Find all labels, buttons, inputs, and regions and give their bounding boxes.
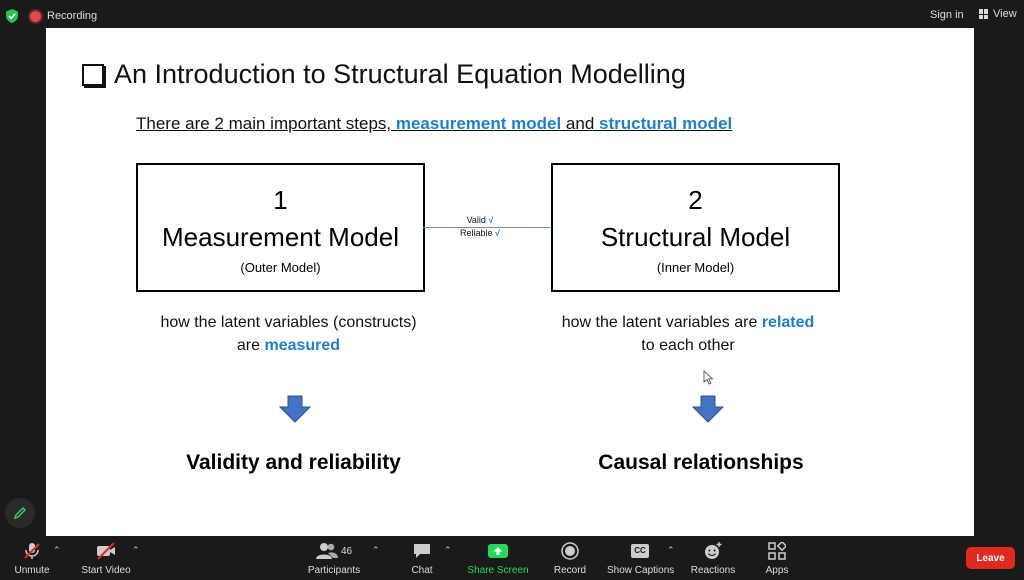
reactions-button[interactable]: Reactions (690, 541, 736, 576)
subtitle-term1: measurement model (395, 114, 562, 133)
apps-icon (768, 542, 786, 560)
desc1-line1: how the latent variables (constructs) (160, 314, 417, 331)
box1-name: Measurement Model (162, 222, 399, 252)
box2-name: Structural Model (600, 222, 791, 252)
participants-button[interactable]: 46 Participants (305, 541, 363, 576)
muted-microphone-icon (24, 543, 40, 559)
record-icon (561, 542, 579, 560)
share-screen-icon (488, 544, 508, 558)
connector-line (423, 227, 551, 228)
pencil-icon (13, 507, 26, 520)
audio-options-chevron-icon[interactable]: ⌃ (53, 545, 61, 555)
chat-icon (414, 544, 430, 558)
desc1-line2-prefix: are (236, 337, 265, 354)
box1-number: 1 (273, 185, 288, 215)
chat-button[interactable]: Chat (406, 541, 438, 576)
desc1-emphasis: measured (264, 337, 341, 354)
record-button[interactable]: Record (550, 541, 590, 576)
reliable-label: Reliable (460, 228, 493, 238)
checkbox-bullet-icon (82, 63, 104, 86)
reactions-label: Reactions (690, 565, 736, 576)
start-video-button[interactable]: Start Video (78, 541, 134, 576)
down-arrow-icon (692, 395, 724, 423)
validity-result: Validity and reliability (186, 451, 401, 474)
shared-slide: An Introduction to Structural Equation M… (46, 28, 974, 536)
leave-button[interactable]: Leave (966, 547, 1015, 569)
unmute-label: Unmute (14, 565, 50, 576)
subtitle-prefix: There are 2 main important steps, (136, 114, 396, 133)
slide-title: An Introduction to Structural Equation M… (82, 59, 686, 90)
chat-label: Chat (411, 565, 433, 576)
valid-label: Valid (466, 215, 486, 225)
box2-sub: (Inner Model) (656, 260, 735, 275)
video-off-icon (97, 542, 115, 560)
apps-button[interactable]: Apps (760, 541, 794, 576)
annotate-button[interactable] (5, 498, 35, 528)
participants-options-chevron-icon[interactable]: ⌃ (372, 545, 380, 555)
captions-options-chevron-icon[interactable]: ⌃ (667, 545, 675, 555)
grid-view-icon (979, 9, 989, 19)
unmute-button[interactable]: Unmute (10, 541, 54, 576)
desc2-line1-prefix: how the latent variables are (561, 314, 762, 331)
reliable-check-icon: √ (495, 228, 500, 238)
start-video-label: Start Video (81, 565, 131, 576)
meeting-toolbar: Unmute ⌃ Start Video ⌃ 46 Participants ⌃… (0, 537, 1024, 580)
measurement-model-box: 1 Measurement Model (Outer Model) (136, 163, 425, 292)
structural-description: how the latent variables are related to … (538, 311, 838, 357)
view-label: View (993, 8, 1017, 20)
validity-reliability-note: Valid √ Reliable √ (460, 214, 500, 240)
show-captions-button[interactable]: CC Show Captions (607, 541, 675, 576)
show-captions-label: Show Captions (607, 565, 675, 576)
mouse-cursor-icon (703, 370, 714, 385)
valid-check-icon: √ (488, 215, 494, 225)
view-button[interactable]: View (979, 8, 1017, 20)
shield-icon (6, 9, 18, 23)
participants-label: Participants (307, 565, 361, 576)
share-screen-button[interactable]: Share Screen (466, 541, 530, 576)
down-arrow-icon (279, 395, 311, 423)
subtitle-term2: structural model (599, 114, 733, 133)
record-dot-icon (30, 10, 41, 22)
slide-title-text: An Introduction to Structural Equation M… (114, 59, 686, 89)
box1-sub: (Outer Model) (240, 260, 321, 275)
recording-indicator[interactable]: Recording (30, 10, 97, 22)
participants-count: 46 (340, 545, 353, 557)
reactions-icon (705, 542, 722, 559)
participants-icon (315, 543, 338, 559)
chat-options-chevron-icon[interactable]: ⌃ (444, 545, 452, 555)
top-bar: Recording Sign in View (0, 0, 1024, 32)
desc2-emphasis: related (761, 314, 815, 331)
box2-number: 2 (688, 185, 703, 215)
apps-label: Apps (765, 565, 789, 576)
video-options-chevron-icon[interactable]: ⌃ (132, 545, 140, 555)
recording-label: Recording (47, 10, 98, 22)
sign-in-link[interactable]: Sign in (930, 9, 964, 21)
share-screen-label: Share Screen (467, 565, 529, 576)
slide-subtitle: There are 2 main important steps, measur… (136, 114, 732, 134)
record-label: Record (553, 565, 587, 576)
desc2-line2: to each other (641, 337, 735, 354)
subtitle-middle: and (561, 114, 599, 133)
causal-result: Causal relationships (598, 451, 804, 474)
structural-model-box: 2 Structural Model (Inner Model) (551, 163, 840, 292)
closed-captions-icon: CC (631, 544, 649, 558)
measurement-description: how the latent variables (constructs) ar… (136, 311, 441, 357)
